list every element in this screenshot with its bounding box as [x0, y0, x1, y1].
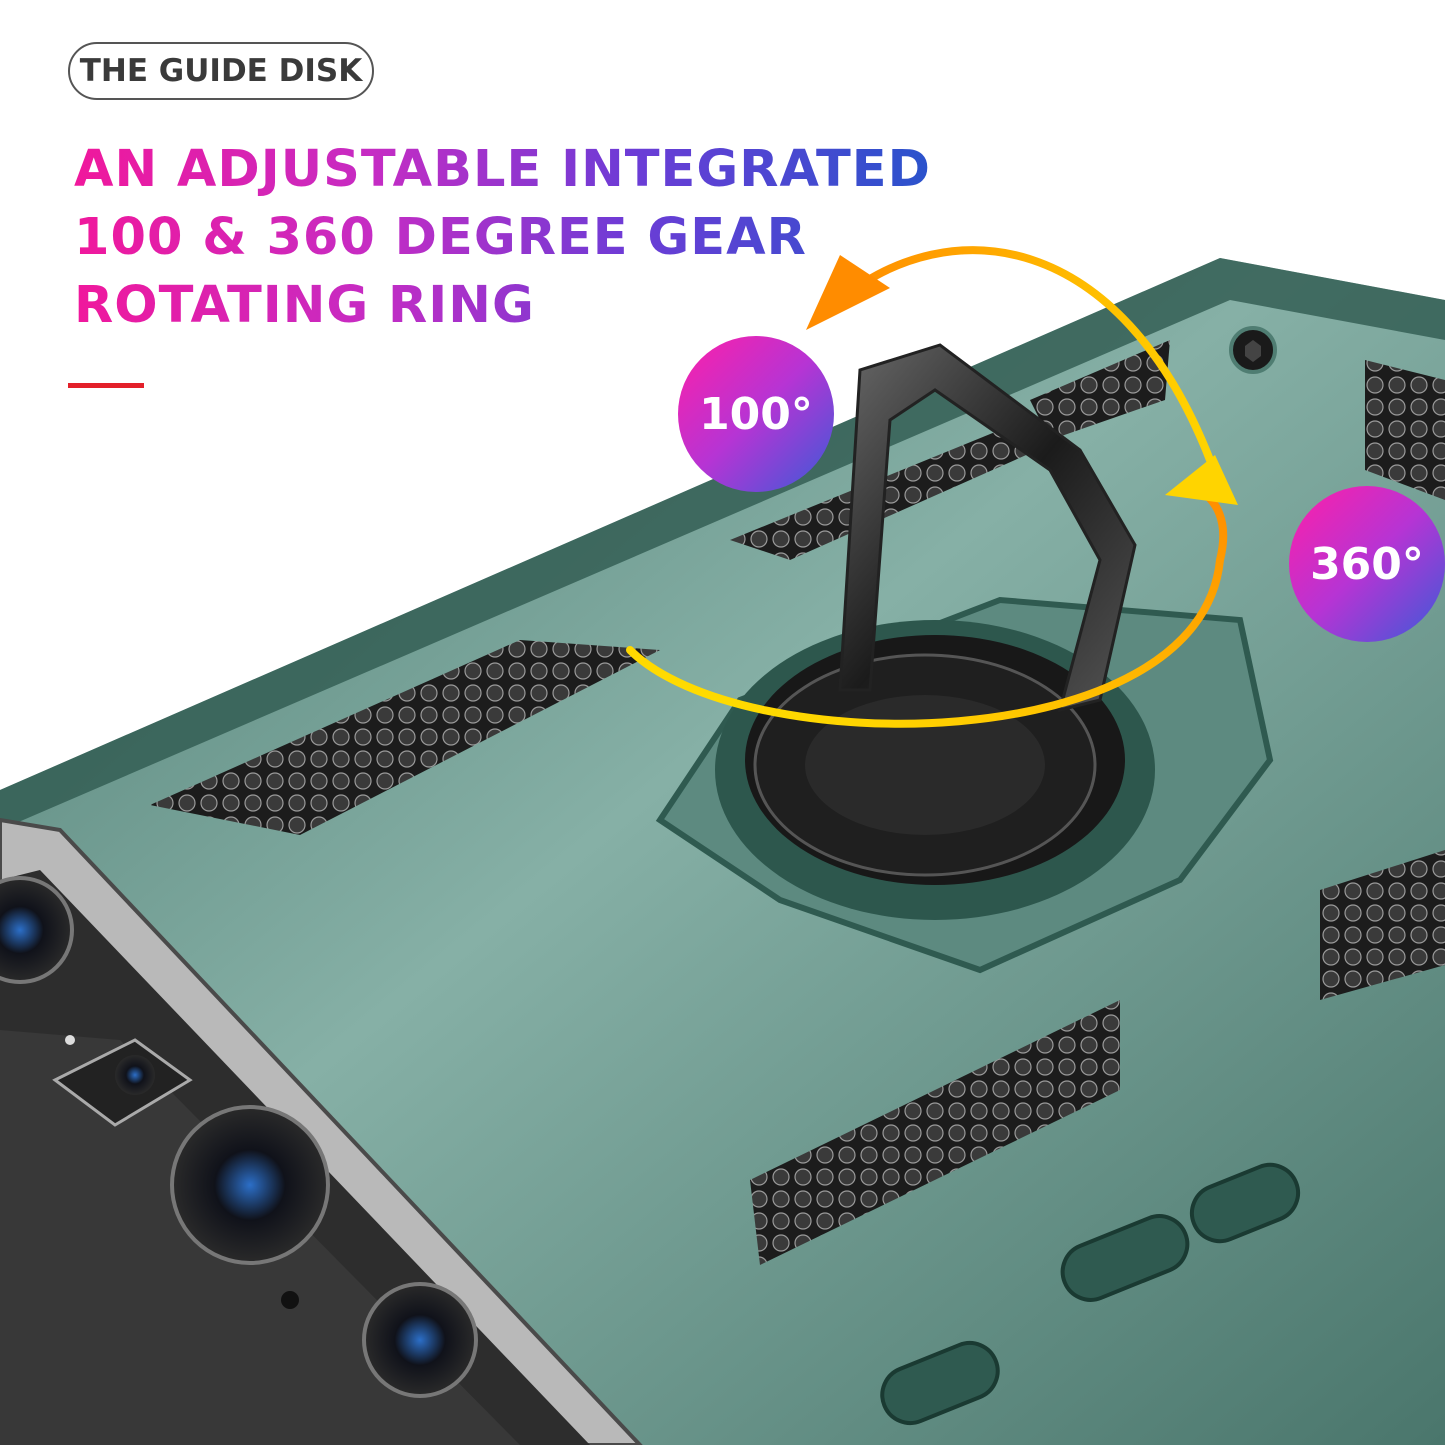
grip-panel — [750, 1000, 1120, 1265]
side-button — [880, 1341, 1000, 1425]
angle-badge-360: 360° — [1289, 486, 1445, 642]
camera-lens — [170, 1105, 330, 1265]
grip-panel — [1320, 850, 1445, 1000]
angle-badge-100: 100° — [678, 336, 834, 492]
rotation-arc-100 — [836, 246, 1214, 464]
arrow-head-360 — [1165, 455, 1238, 505]
flash — [281, 1291, 299, 1309]
rotation-arc-360 — [626, 486, 1228, 728]
camera-lens — [362, 1282, 478, 1398]
arrow-head-100 — [806, 255, 890, 330]
headline-line: AN ADJUSTABLE INTEGRATED — [74, 140, 931, 199]
grip-panel — [150, 640, 660, 835]
accent-divider — [68, 383, 144, 388]
headline: AN ADJUSTABLE INTEGRATED 100 & 360 DEGRE… — [74, 136, 931, 340]
headline-line: ROTATING RING — [74, 276, 535, 335]
section-tag: THE GUIDE DISK — [68, 42, 374, 100]
camera-lens — [0, 876, 74, 984]
side-button — [1060, 1214, 1190, 1302]
grip-panel — [1030, 340, 1170, 440]
grip-panel — [730, 430, 1060, 560]
side-button — [1189, 1162, 1301, 1244]
ring-loop — [838, 343, 1137, 713]
headline-line: 100 & 360 DEGREE GEAR — [74, 208, 807, 267]
mic-dot — [65, 1035, 75, 1045]
grip-panel — [1365, 360, 1445, 500]
